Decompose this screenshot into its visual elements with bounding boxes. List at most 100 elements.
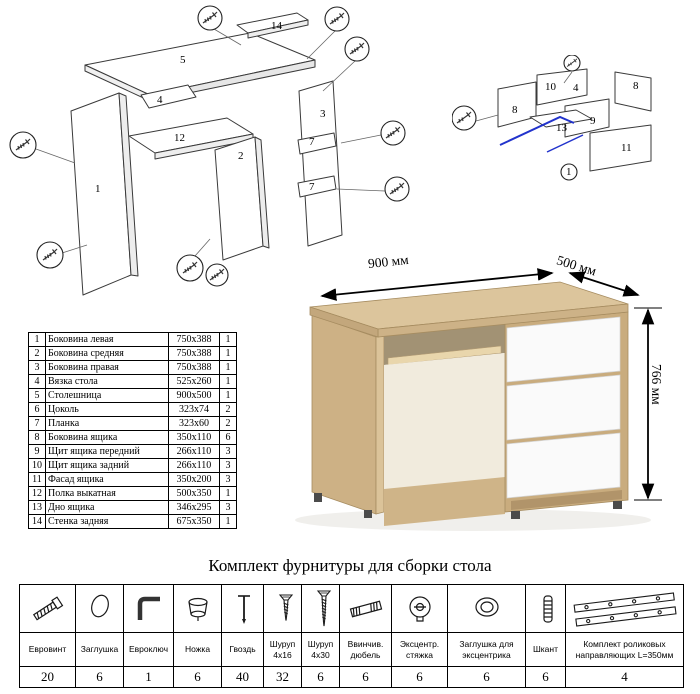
hardware-label: Евроключ xyxy=(123,632,174,667)
part-name: Вязка стола xyxy=(45,374,169,389)
plug-icon xyxy=(90,594,109,617)
part-num: 7 xyxy=(28,416,46,431)
part-label-1b: 1 xyxy=(566,166,572,178)
part-name: Дно ящика xyxy=(45,500,169,515)
hardware-label: Шуруп 4x30 xyxy=(301,632,340,667)
desk-parts-outlines xyxy=(70,12,343,296)
part-qty: 2 xyxy=(219,402,237,417)
hardware-labels-row: Евровинт Заглушка Евроключ Ножка Гвоздь … xyxy=(19,632,684,667)
part-name: Боковина левая xyxy=(45,332,169,347)
part-qty: 2 xyxy=(219,416,237,431)
hexkey-icon xyxy=(137,596,160,620)
part-size: 525x260 xyxy=(168,374,220,389)
part-label-5: 5 xyxy=(180,54,186,66)
hardware-qty: 20 xyxy=(19,666,76,688)
part-num: 2 xyxy=(28,346,46,361)
part-qty: 3 xyxy=(219,458,237,473)
part-num: 8 xyxy=(28,430,46,445)
part-label-8a: 8 xyxy=(512,104,518,116)
hardware-label: Евровинт xyxy=(19,632,76,667)
part-label-4: 4 xyxy=(157,94,163,106)
part-size: 266x110 xyxy=(168,458,220,473)
part-num: 6 xyxy=(28,402,46,417)
part-num: 14 xyxy=(28,514,46,529)
hardware-label: Шкант xyxy=(525,632,566,667)
hardware-icon-cell xyxy=(263,584,302,633)
part-label-1: 1 xyxy=(95,183,101,195)
part-num: 9 xyxy=(28,444,46,459)
part-size: 266x110 xyxy=(168,444,220,459)
hardware-icon-cell xyxy=(123,584,174,633)
part-name: Боковина средняя xyxy=(45,346,169,361)
part-num: 4 xyxy=(28,374,46,389)
part-size: 350x200 xyxy=(168,472,220,487)
cam-cover-icon xyxy=(474,596,499,617)
hardware-qty: 6 xyxy=(391,666,448,688)
exploded-diagram-drawer xyxy=(452,55,652,181)
part-name: Боковина правая xyxy=(45,360,169,375)
part-qty: 1 xyxy=(219,374,237,389)
part-label-13: 13 xyxy=(556,122,567,134)
desk-feet xyxy=(314,493,622,519)
height-dimension-label: 766 мм xyxy=(649,364,664,405)
hardware-qty: 6 xyxy=(525,666,566,688)
part-label-9: 9 xyxy=(590,115,596,127)
desk-render-image xyxy=(295,268,662,531)
screw-4x30-icon xyxy=(316,589,332,626)
nail-icon xyxy=(238,594,250,624)
part-num: 5 xyxy=(28,388,46,403)
part-label-11: 11 xyxy=(621,142,632,154)
part-label-12: 12 xyxy=(174,132,185,144)
part-size: 750x388 xyxy=(168,360,220,375)
screw-4x16-icon xyxy=(278,593,294,621)
dimension-arrows xyxy=(320,268,662,501)
part-size: 750x388 xyxy=(168,332,220,347)
part-name: Щит ящика задний xyxy=(45,458,169,473)
hardware-qty-row: 20 6 1 6 40 32 6 6 6 6 6 4 xyxy=(19,666,684,688)
part-name: Щит ящика передний xyxy=(45,444,169,459)
exploded-diagram-desk xyxy=(9,5,410,296)
roller-guides-icon xyxy=(573,591,677,627)
part-num: 11 xyxy=(28,472,46,487)
part-name: Планка xyxy=(45,416,169,431)
part-qty: 1 xyxy=(219,346,237,361)
part-label-3: 3 xyxy=(320,108,326,120)
foot-icon xyxy=(187,597,208,621)
hardware-label: Комплект роликовых направляющих L=350мм xyxy=(565,632,684,667)
part-size: 675x350 xyxy=(168,514,220,529)
hardware-table: Евровинт Заглушка Евроключ Ножка Гвоздь … xyxy=(19,584,684,688)
part-size: 323x74 xyxy=(168,402,220,417)
part-qty: 3 xyxy=(219,444,237,459)
hardware-label: Гвоздь xyxy=(221,632,264,667)
part-num: 1 xyxy=(28,332,46,347)
part-size: 500x350 xyxy=(168,486,220,501)
hardware-qty: 6 xyxy=(173,666,222,688)
part-num: 13 xyxy=(28,500,46,515)
hardware-kit-title: Комплект фурнитуры для сборки стола xyxy=(208,556,492,575)
euroscrew-icon xyxy=(32,595,63,621)
part-size: 900x500 xyxy=(168,388,220,403)
leader-lines xyxy=(35,28,386,257)
hardware-label: Ввинчив. дюбель xyxy=(339,632,392,667)
hardware-icon-cell xyxy=(221,584,264,633)
part-label-14: 14 xyxy=(271,20,282,32)
part-num: 3 xyxy=(28,360,46,375)
hardware-label: Шуруп 4x16 xyxy=(263,632,302,667)
hardware-qty: 40 xyxy=(221,666,264,688)
part-label-4b: 4 xyxy=(573,82,579,94)
hardware-icons-row xyxy=(19,584,684,633)
hardware-icon-cell xyxy=(173,584,222,633)
part-name: Столешница xyxy=(45,388,169,403)
hardware-qty: 4 xyxy=(565,666,684,688)
hardware-icon-cell xyxy=(447,584,526,633)
part-num: 12 xyxy=(28,486,46,501)
